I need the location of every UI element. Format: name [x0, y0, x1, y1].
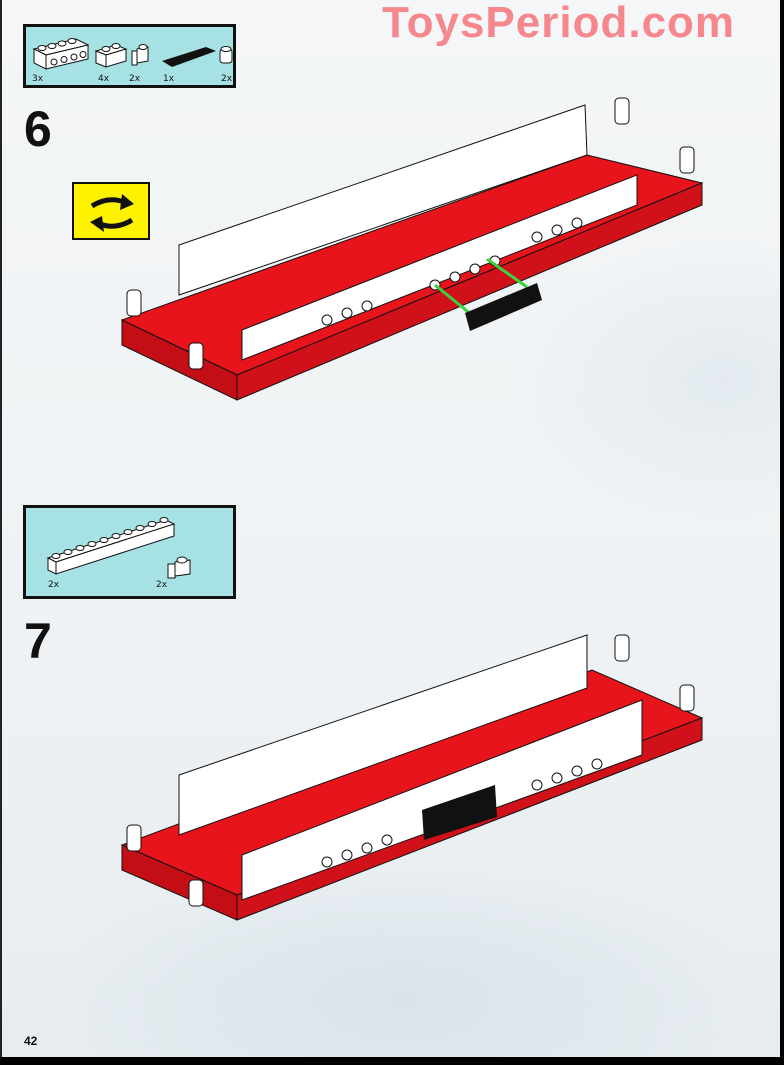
step-6-model-illustration	[120, 97, 704, 401]
part-qty: 2x	[129, 74, 141, 84]
clip-brick-icon	[167, 556, 191, 579]
part-qty: 3x	[32, 74, 44, 84]
technic-brick-icon	[32, 38, 90, 70]
step-number: 6	[24, 101, 52, 157]
step-7-parts-callout: 2x 2x	[23, 505, 236, 599]
watermark: ToysPeriod.com	[382, 0, 736, 47]
part-qty: 2x	[156, 580, 168, 590]
clip-brick-icon	[131, 44, 149, 66]
step-7-model-illustration	[120, 634, 704, 921]
part-qty: 1x	[163, 74, 175, 84]
round-brick-icon	[219, 46, 233, 64]
step-6-parts-callout: 3x 4x 2x 1x 2x	[23, 24, 236, 88]
step-number: 7	[24, 613, 52, 669]
brick-1x2-icon	[94, 43, 128, 68]
part-qty: 2x	[48, 580, 60, 590]
black-tile-icon	[162, 47, 216, 67]
part-qty: 4x	[98, 74, 110, 84]
page-number: 42	[24, 1034, 38, 1048]
part-qty: 2x	[221, 74, 233, 84]
rotate-model-icon	[72, 182, 150, 240]
brick-1x10-icon	[46, 517, 176, 575]
